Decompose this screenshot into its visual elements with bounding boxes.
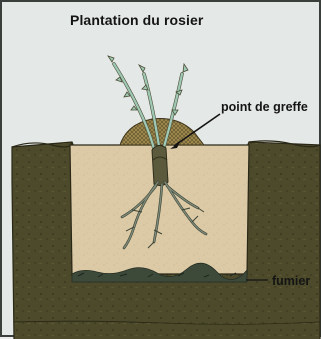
manure-label: fumier bbox=[272, 274, 310, 288]
soil-mound bbox=[120, 119, 204, 145]
graft-point-label: point de greffe bbox=[221, 100, 308, 114]
